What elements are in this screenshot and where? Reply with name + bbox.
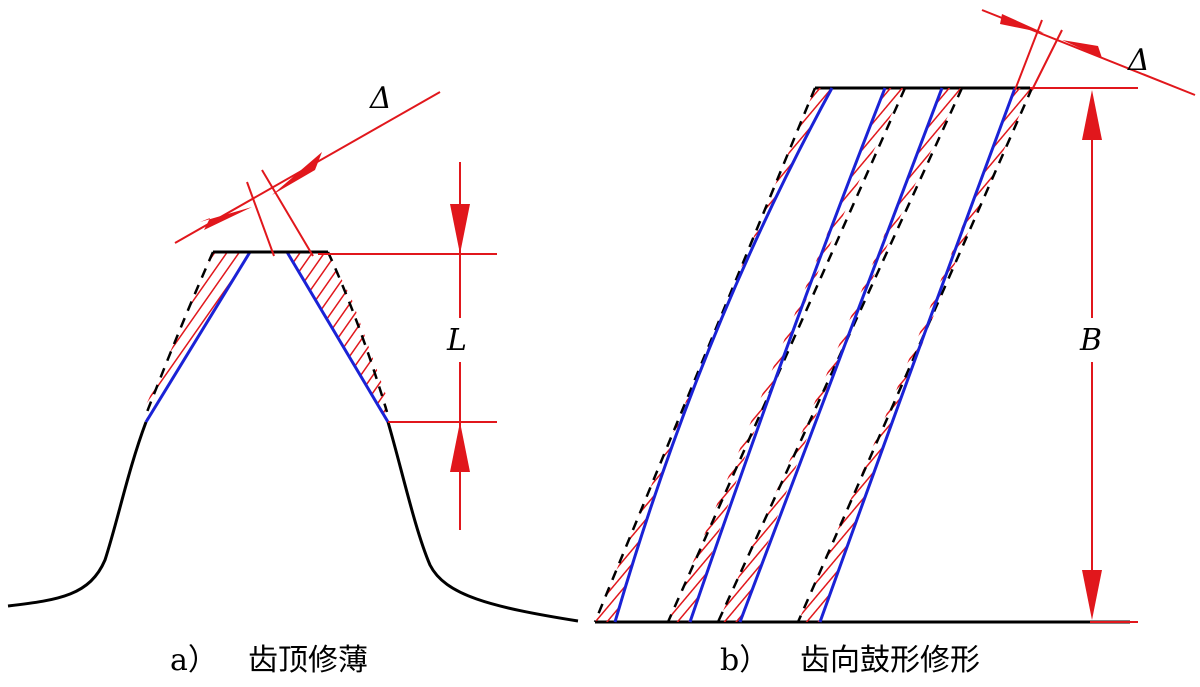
right-original-profile — [326, 251, 389, 413]
b-delta-label: Δ — [1127, 43, 1150, 78]
delta-arrow-left — [200, 207, 252, 230]
delta-extension-left — [246, 181, 275, 257]
panel-a-tooth: Δ L — [7, 81, 579, 623]
tooth-1-left-hatch — [595, 88, 832, 622]
b-delta-extension-right — [1031, 29, 1063, 91]
tooth-outline — [7, 250, 579, 623]
tooth-2-crowned-lead — [688, 87, 887, 623]
tooth-2-original-lead — [666, 87, 907, 623]
delta-extension-right — [261, 169, 314, 257]
tooth-1-original-lead — [593, 87, 817, 623]
delta-arrow-right — [272, 152, 322, 195]
b-delta-arrow-right — [1062, 40, 1102, 58]
panel-b-caption-letter: b） — [720, 643, 769, 678]
width-label: B — [1079, 323, 1102, 358]
delta-label: Δ — [369, 81, 392, 116]
tooth-4-original-lead — [796, 87, 1034, 623]
tooth-4-crowned-lead — [818, 87, 1017, 623]
tooth-3-crowned-lead — [738, 87, 944, 623]
panel-a-caption-letter: a） — [170, 643, 218, 678]
width-arrow-top — [1082, 90, 1102, 140]
panel-a-caption-title: 齿顶修薄 — [248, 643, 368, 678]
left-original-profile — [145, 251, 215, 413]
left-modified-flank — [144, 251, 252, 423]
length-arrow-top — [450, 204, 470, 254]
panel-b-teeth: Δ B — [593, 9, 1196, 624]
width-arrow-bottom — [1082, 570, 1102, 620]
tooth-1-crowned-lead — [613, 87, 834, 623]
panel-b-caption-title: 齿向鼓形修形 — [800, 643, 980, 678]
length-label: L — [446, 323, 467, 358]
b-delta-arrow-left — [1000, 14, 1044, 33]
length-arrow-bottom — [450, 422, 470, 472]
right-modified-flank — [285, 251, 390, 423]
